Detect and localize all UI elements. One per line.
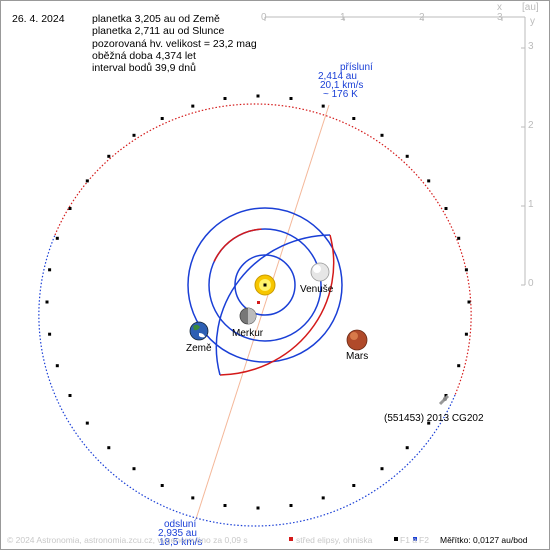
orbit-point <box>467 300 471 304</box>
y-axis-ticks <box>521 47 525 286</box>
orbit-point <box>223 97 227 100</box>
ellipse-center-marker <box>257 301 260 304</box>
earth-orbit <box>187 207 343 363</box>
aphelion-title: odsluní <box>164 519 197 530</box>
x-tick-3: 3 <box>497 12 503 23</box>
orbit-point <box>85 421 89 425</box>
axis-unit: [au] <box>522 2 539 13</box>
mars-label: Mars <box>346 351 369 362</box>
orbit-point <box>68 207 72 210</box>
y-axis-name: y <box>530 16 535 27</box>
asteroid-marker <box>438 394 450 406</box>
orbit-point <box>444 394 448 397</box>
orbit-point <box>48 268 52 272</box>
orbit-point <box>55 236 59 240</box>
x-axis-ticks <box>264 17 503 21</box>
orbit-point <box>132 467 136 471</box>
orbit-point <box>457 236 461 240</box>
orbit-point <box>427 421 431 425</box>
orbit-point <box>464 332 468 336</box>
orbit-point <box>464 268 468 272</box>
orbit-point <box>107 154 111 158</box>
asteroid-orbit-red <box>54 103 472 396</box>
legend-f1-square <box>394 537 398 541</box>
y-tick-2: 2 <box>528 120 534 131</box>
info-earth-distance: planetka 3,205 au od Země <box>92 13 220 25</box>
orbit-point <box>160 484 164 487</box>
info-magnitude: pozorovaná hv. velikost = 23,2 mag <box>92 37 257 50</box>
legend-f2-square <box>413 537 417 541</box>
footer-legend-f2: F2 <box>419 535 429 545</box>
earth <box>189 321 209 341</box>
footer-scale: Měřítko: 0,0127 au/bod <box>440 535 528 545</box>
orbit-point <box>427 179 431 183</box>
orbit-point <box>256 94 260 98</box>
orbit-point <box>352 117 356 120</box>
mars <box>346 329 368 351</box>
orbit-point <box>444 207 448 210</box>
mars-orbit-blue <box>215 234 331 376</box>
orbit-point <box>405 154 409 158</box>
orbit-point <box>380 133 384 137</box>
perihelion-distance: 2,414 au <box>318 71 357 82</box>
info-period: oběžná doba 4,374 let <box>92 49 196 62</box>
venus-orbit <box>208 228 322 342</box>
orbit-point <box>85 179 89 183</box>
legend-center-square <box>289 537 293 541</box>
orbit-point <box>191 496 195 500</box>
footer-legend-f1: F1 a <box>400 535 418 545</box>
orbit-point <box>256 506 260 510</box>
perihelion-speed: 20,1 km/s <box>320 80 364 91</box>
asteroid-label: (551453) 2013 CG202 <box>384 413 484 424</box>
y-tick-0: 0 <box>528 278 534 289</box>
venus <box>310 262 330 282</box>
footer-copyright: © 2024 Astronomia, astronomia.zcu.cz, vy… <box>7 535 248 545</box>
date-label: 26. 4. 2024 <box>12 13 65 25</box>
orbit-point <box>45 300 49 304</box>
info-sun-distance: planetka 2,711 au od Slunce <box>92 25 225 38</box>
earth-label: Země <box>186 343 212 354</box>
info-block: planetka 3,205 au od Země planetka 2,711… <box>92 13 257 74</box>
x-tick-1: 1 <box>340 12 346 23</box>
sun <box>254 274 276 296</box>
orbit-point <box>321 496 325 500</box>
apsidal-line <box>195 104 330 520</box>
mercury-label: Merkur <box>232 328 264 339</box>
footer-legend-center: střed elipsy, ohniska <box>296 535 373 545</box>
orbit-point <box>68 394 72 397</box>
y-tick-1: 1 <box>528 199 534 210</box>
aphelion-distance: 2,935 au <box>158 528 197 539</box>
orbit-point <box>55 364 59 368</box>
orbit-point <box>380 467 384 471</box>
x-axis-name: x <box>497 2 502 13</box>
orbit-point <box>405 446 409 450</box>
orbit-point <box>107 446 111 450</box>
orbit-point <box>352 484 356 487</box>
x-tick-0: 0 <box>261 12 267 23</box>
info-interval: interval bodů 39,9 dnů <box>92 62 196 75</box>
orbit-point <box>132 133 136 137</box>
perihelion-temp: ~ 176 K <box>323 89 358 100</box>
mercury <box>239 307 257 325</box>
orbit-point <box>321 104 325 108</box>
venus-label: Venuše <box>300 284 334 295</box>
orbit-point <box>457 364 461 368</box>
orbit-point <box>289 504 293 507</box>
orbit-point <box>289 97 293 100</box>
mars-orbit-red <box>219 234 335 376</box>
x-tick-2: 2 <box>419 12 425 23</box>
perihelion-title: přísluní <box>340 62 373 73</box>
orbit-point <box>160 117 164 120</box>
orbit-point <box>191 104 195 108</box>
asteroid-orbit-blue <box>38 234 456 527</box>
asteroid-orbit-points <box>45 94 471 510</box>
aphelion-speed: 18,5 km/s <box>159 537 203 548</box>
orbit-point <box>223 504 227 507</box>
y-tick-3: 3 <box>528 41 534 52</box>
orbit-point <box>48 332 52 336</box>
